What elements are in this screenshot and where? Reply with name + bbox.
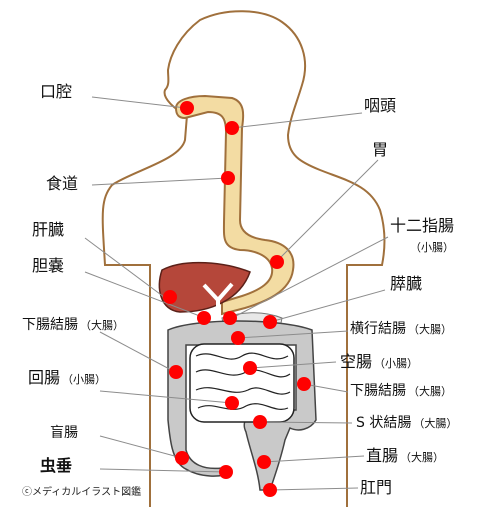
marker-ascending-colon [169, 365, 183, 379]
ileum-sub: （小腸） [62, 373, 107, 386]
body-outline [101, 10, 386, 507]
label-appendix: 虫垂 [40, 456, 73, 475]
marker-pancreas [263, 315, 277, 329]
ascending-colon-name: 下腸結腸 [22, 317, 78, 333]
marker-rectum [257, 455, 271, 469]
marker-pharynx [225, 121, 239, 135]
label-esophagus: 食道 [46, 174, 79, 193]
rectum-sub: （大腸） [400, 451, 445, 464]
small-intestine [189, 343, 295, 423]
copyright-credit: ⓒメディカルイラスト図鑑 [22, 487, 142, 498]
label-duodenum-sub: （小腸） [410, 241, 454, 254]
label-pancreas: 膵臓 [390, 274, 423, 293]
ileum-name: 回腸 [28, 368, 61, 387]
marker-liver [163, 290, 177, 304]
label-jejunum: 空腸（小腸） [340, 354, 418, 370]
label-transverse-colon: 横行結腸（大腸） [350, 322, 452, 336]
digestive-tube [174, 94, 295, 316]
marker-esophagus [221, 171, 235, 185]
label-pharynx: 咽頭 [364, 96, 397, 115]
marker-mouth [180, 101, 194, 115]
label-gallbladder: 胆嚢 [32, 256, 65, 275]
label-ascending-colon: 下腸結腸（大腸） [22, 318, 124, 332]
marker-jejunum [243, 361, 257, 375]
leader-lines [84, 96, 389, 491]
bile-duct [202, 282, 234, 316]
label-cecum: 盲腸 [50, 425, 78, 441]
label-descending-colon: 下腸結腸（大腸） [350, 384, 452, 398]
label-mouth: 口腔 [40, 82, 73, 101]
jejunum-sub: （小腸） [374, 357, 419, 370]
label-anus: 肛門 [360, 478, 393, 497]
marker-transverse-colon [231, 331, 245, 345]
label-rectum: 直腸（大腸） [366, 448, 444, 464]
ascending-colon-sub: （大腸） [80, 319, 124, 332]
descending-colon-sub: （大腸） [408, 385, 452, 398]
sigmoid-colon-sub: （大腸） [413, 417, 458, 430]
marker-sigmoid-colon [253, 415, 267, 429]
marker-gallbladder [197, 311, 211, 325]
transverse-colon-sub: （大腸） [408, 323, 452, 336]
large-intestine [167, 320, 317, 491]
label-liver: 肝臓 [32, 220, 65, 239]
organ-markers [163, 101, 311, 497]
marker-appendix [219, 465, 233, 479]
marker-ileum [225, 396, 239, 410]
marker-descending-colon [297, 377, 311, 391]
marker-cecum [175, 451, 189, 465]
label-sigmoid-colon: S 状結腸（大腸） [356, 416, 457, 430]
transverse-colon-name: 横行結腸 [350, 321, 406, 337]
sigmoid-colon-name: S 状結腸 [356, 415, 412, 431]
descending-colon-name: 下腸結腸 [350, 383, 406, 399]
label-ileum: 回腸（小腸） [28, 370, 106, 386]
label-stomach: 胃 [372, 140, 389, 159]
rectum-name: 直腸 [366, 446, 399, 465]
marker-stomach [270, 255, 284, 269]
marker-anus [263, 483, 277, 497]
label-duodenum: 十二指腸 [390, 216, 455, 235]
marker-duodenum [223, 311, 237, 325]
jejunum-name: 空腸 [340, 352, 373, 371]
